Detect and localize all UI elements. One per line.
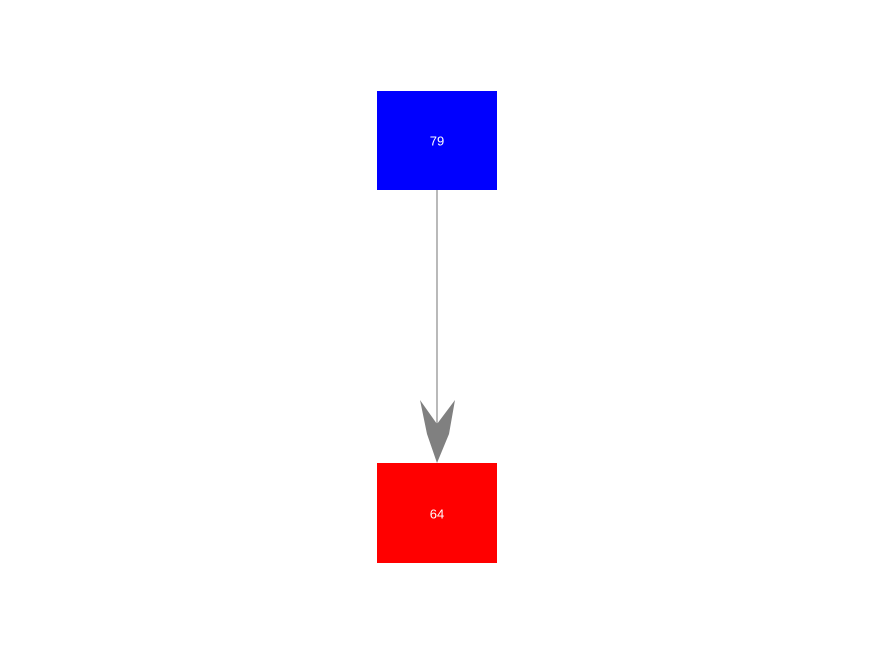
- node-79[interactable]: 79: [377, 91, 497, 190]
- node-79-rect: [377, 91, 497, 190]
- node-64[interactable]: 64: [377, 463, 497, 563]
- arrowhead-icon: [420, 400, 455, 463]
- node-64-rect: [377, 463, 497, 563]
- edge-79-to-64[interactable]: [420, 190, 455, 463]
